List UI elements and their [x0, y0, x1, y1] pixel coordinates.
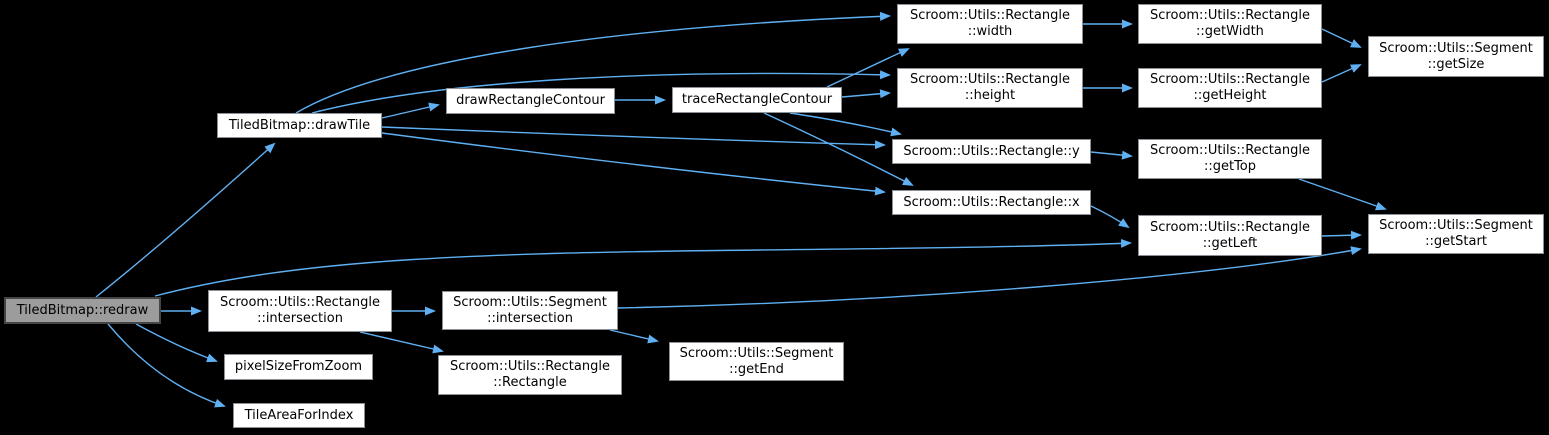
- node-rectGetLeft[interactable]: Scroom::Utils::Rectangle::getLeft: [1138, 215, 1322, 256]
- node-label: ::getTop: [1203, 159, 1257, 174]
- node-pixelSizeFromZoom[interactable]: pixelSizeFromZoom: [224, 354, 373, 380]
- node-drawRectangleContour[interactable]: drawRectangleContour: [446, 88, 615, 114]
- node-label: ::getHeight: [1193, 88, 1267, 103]
- edge-rectGetLeft-segGetStart: [1321, 230, 1362, 240]
- node-label: ::Rectangle: [493, 375, 567, 390]
- node-rectX[interactable]: Scroom::Utils::Rectangle::x: [892, 190, 1091, 215]
- node-label: TileAreaForIndex: [244, 407, 354, 423]
- edge-segIntersection-segGetStart: [617, 246, 1362, 309]
- edge-traceRectangleContour-rectY: [789, 112, 902, 137]
- node-label: Scroom::Utils::Rectangle: [910, 72, 1070, 87]
- node-segGetStart[interactable]: Scroom::Utils::Segment::getStart: [1368, 214, 1544, 254]
- node-label: Scroom::Utils::Rectangle: [1150, 219, 1310, 235]
- node-rectGetTop[interactable]: Scroom::Utils::Rectangle::getTop: [1138, 139, 1322, 179]
- edge-rectGetTop-segGetStart: [1298, 178, 1387, 211]
- node-label: Scroom::Utils::Rectangle::y: [903, 143, 1080, 159]
- node-label: Scroom::Utils::Segment: [1379, 218, 1533, 233]
- node-label: ::intersection: [257, 311, 343, 326]
- node-label: ::intersection: [487, 310, 573, 326]
- node-label: Scroom::Utils::Segment: [1379, 40, 1533, 56]
- node-label: Scroom::Utils::Segment: [679, 345, 834, 361]
- node-label: Scroom::Utils::Rectangle: [910, 8, 1070, 23]
- node-label: ::getEnd: [729, 361, 784, 377]
- node-rectIntersection[interactable]: Scroom::Utils::Rectangle::intersection: [208, 290, 392, 332]
- edge-rectGetWidth-segGetSize: [1321, 28, 1362, 48]
- node-label: Scroom::Utils::Rectangle::x: [903, 194, 1080, 210]
- node-rectWidth[interactable]: Scroom::Utils::Rectangle::width: [897, 4, 1083, 44]
- node-segIntersection[interactable]: Scroom::Utils::Segment::intersection: [442, 291, 618, 330]
- node-label: TiledBitmap::drawTile: [228, 117, 371, 133]
- edge-drawTile-rectX: [381, 132, 886, 196]
- node-label: ::getLeft: [1202, 235, 1258, 251]
- edge-traceRectangleContour-rectX: [763, 112, 914, 186]
- node-rectHeight[interactable]: Scroom::Utils::Rectangle::height: [897, 68, 1083, 108]
- node-label: Scroom::Utils::Rectangle: [1150, 8, 1310, 23]
- edge-redraw-drawTile: [95, 142, 276, 298]
- node-redraw: TiledBitmap::redraw: [4, 297, 161, 324]
- node-label: ::getWidth: [1196, 24, 1264, 39]
- node-rectRectangle[interactable]: Scroom::Utils::Rectangle::Rectangle: [438, 355, 622, 395]
- node-label: ::getStart: [1425, 234, 1487, 249]
- node-segGetSize[interactable]: Scroom::Utils::Segment::getSize: [1368, 36, 1544, 77]
- node-rectGetHeight[interactable]: Scroom::Utils::Rectangle::getHeight: [1138, 68, 1322, 108]
- node-label: Scroom::Utils::Rectangle: [1150, 72, 1310, 87]
- edge-rectGetHeight-segGetSize: [1321, 64, 1362, 83]
- node-drawTile[interactable]: TiledBitmap::drawTile: [217, 113, 382, 138]
- node-label: TiledBitmap::redraw: [16, 302, 149, 318]
- edge-drawTile-rectHeight: [311, 70, 891, 114]
- node-label: ::width: [967, 24, 1013, 39]
- edge-drawTile-drawRectangleContour: [381, 102, 440, 119]
- edge-rectX-rectGetLeft: [1090, 205, 1130, 229]
- node-label: Scroom::Utils::Rectangle: [450, 359, 610, 374]
- edge-redraw-tileAreaForIndex: [107, 323, 226, 408]
- edge-traceRectangleContour-rectWidth: [826, 48, 910, 88]
- node-tileAreaForIndex[interactable]: TileAreaForIndex: [233, 403, 365, 428]
- edge-segIntersection-segGetEnd: [609, 329, 659, 344]
- edge-drawTile-rectWidth: [295, 11, 891, 114]
- node-label: ::height: [964, 88, 1016, 103]
- edge-rectY-rectGetTop: [1090, 150, 1133, 160]
- node-label: drawRectangleContour: [456, 93, 605, 108]
- node-rectGetWidth[interactable]: Scroom::Utils::Rectangle::getWidth: [1138, 4, 1322, 44]
- node-segGetEnd[interactable]: Scroom::Utils::Segment::getEnd: [669, 342, 844, 381]
- edge-drawTile-rectY: [381, 126, 886, 150]
- edge-redraw-pixelSizeFromZoom: [135, 323, 218, 363]
- edge-rectIntersection-rectRectangle: [359, 331, 444, 354]
- edge-redraw-rectGetLeft: [154, 238, 1132, 297]
- node-rectY[interactable]: Scroom::Utils::Rectangle::y: [892, 139, 1091, 164]
- node-traceRectangleContour[interactable]: traceRectangleContour: [672, 87, 842, 113]
- node-label: ::getSize: [1427, 56, 1485, 72]
- edge-traceRectangleContour-rectHeight: [841, 89, 891, 99]
- node-label: Scroom::Utils::Segment: [453, 294, 607, 310]
- node-label: Scroom::Utils::Rectangle: [1150, 143, 1310, 158]
- node-label: Scroom::Utils::Rectangle: [220, 295, 380, 310]
- node-label: pixelSizeFromZoom: [234, 359, 363, 374]
- node-label: traceRectangleContour: [681, 92, 833, 107]
